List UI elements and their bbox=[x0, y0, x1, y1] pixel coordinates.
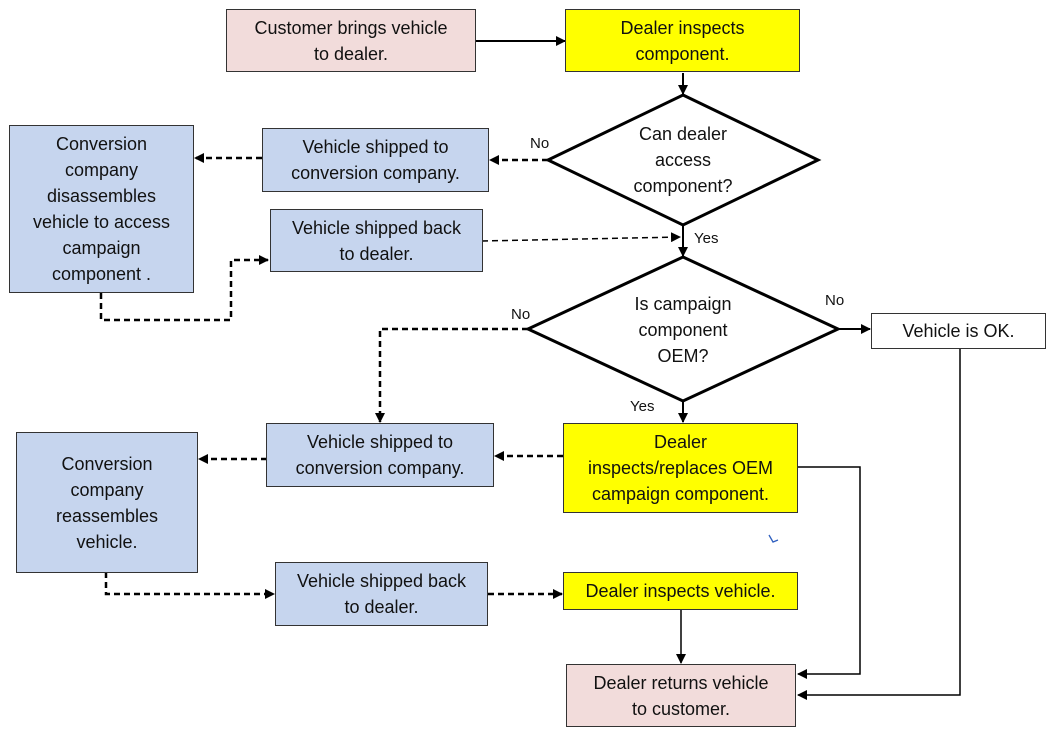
dealer-inspects-component-box: Dealer inspects component. bbox=[565, 9, 800, 72]
label-access-no: No bbox=[530, 135, 550, 152]
dealer-inspects-vehicle-box: Dealer inspects vehicle. bbox=[563, 572, 798, 610]
label-oem-yes: Yes bbox=[630, 398, 655, 415]
dealer-returns-vehicle-box: Dealer returns vehicle to customer. bbox=[566, 664, 796, 727]
shipped-back-box-2: Vehicle shipped back to dealer. bbox=[275, 562, 488, 626]
arrow-replace-to-return bbox=[797, 466, 861, 679]
arrow-reassemble-to-shipback bbox=[104, 572, 275, 599]
shipped-to-conversion-box-2: Vehicle shipped to conversion company. bbox=[266, 423, 494, 487]
label-oem-no-right: No bbox=[825, 292, 845, 309]
arrow-ok-to-return bbox=[797, 349, 961, 700]
customer-brings-vehicle-box: Customer brings vehicle to dealer. bbox=[226, 9, 476, 72]
vehicle-ok-box: Vehicle is OK. bbox=[871, 313, 1046, 349]
label-access-yes: Yes bbox=[694, 230, 719, 247]
dealer-replaces-oem-box: Dealer inspects/replaces OEM campaign co… bbox=[563, 423, 798, 513]
access-decision-text: Can dealer access component? bbox=[633, 124, 733, 196]
conversion-disassembles-box: Conversion company disassembles vehicle … bbox=[9, 125, 194, 293]
stray-pen-mark bbox=[768, 534, 779, 543]
label-oem-no-left: No bbox=[511, 306, 531, 323]
conversion-reassembles-box: Conversion company reassembles vehicle. bbox=[16, 432, 198, 573]
oem-decision-text: Is campaign component OEM? bbox=[634, 294, 732, 366]
shipped-to-conversion-box-1: Vehicle shipped to conversion company. bbox=[262, 128, 489, 192]
shipped-back-box-1: Vehicle shipped back to dealer. bbox=[270, 209, 483, 272]
arrow-oem-no-to-ship bbox=[375, 327, 528, 423]
arrow-shipback-to-yes bbox=[481, 232, 681, 243]
